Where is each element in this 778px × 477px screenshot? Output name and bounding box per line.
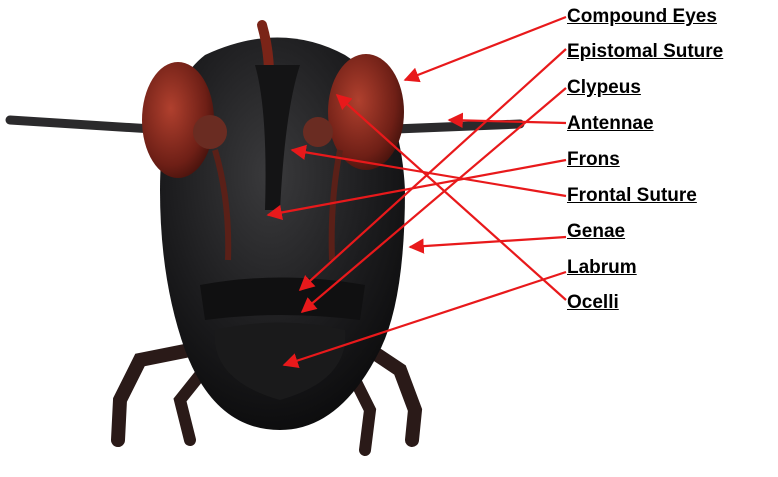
- label-clypeus: Clypeus: [567, 77, 641, 99]
- label-compound-eyes: Compound Eyes: [567, 6, 717, 28]
- label-antennae: Antennae: [567, 113, 654, 135]
- label-labrum: Labrum: [567, 257, 637, 279]
- left-antennal-socket: [193, 115, 227, 149]
- label-frontal-suture: Frontal Suture: [567, 185, 697, 207]
- label-genae: Genae: [567, 221, 625, 243]
- label-ocelli: Ocelli: [567, 292, 619, 314]
- right-antennal-socket: [303, 117, 333, 147]
- arrow-genae: [410, 237, 566, 247]
- label-epistomal-suture: Epistomal Suture: [567, 41, 723, 63]
- label-frons: Frons: [567, 149, 620, 171]
- clypeus-band: [200, 278, 365, 321]
